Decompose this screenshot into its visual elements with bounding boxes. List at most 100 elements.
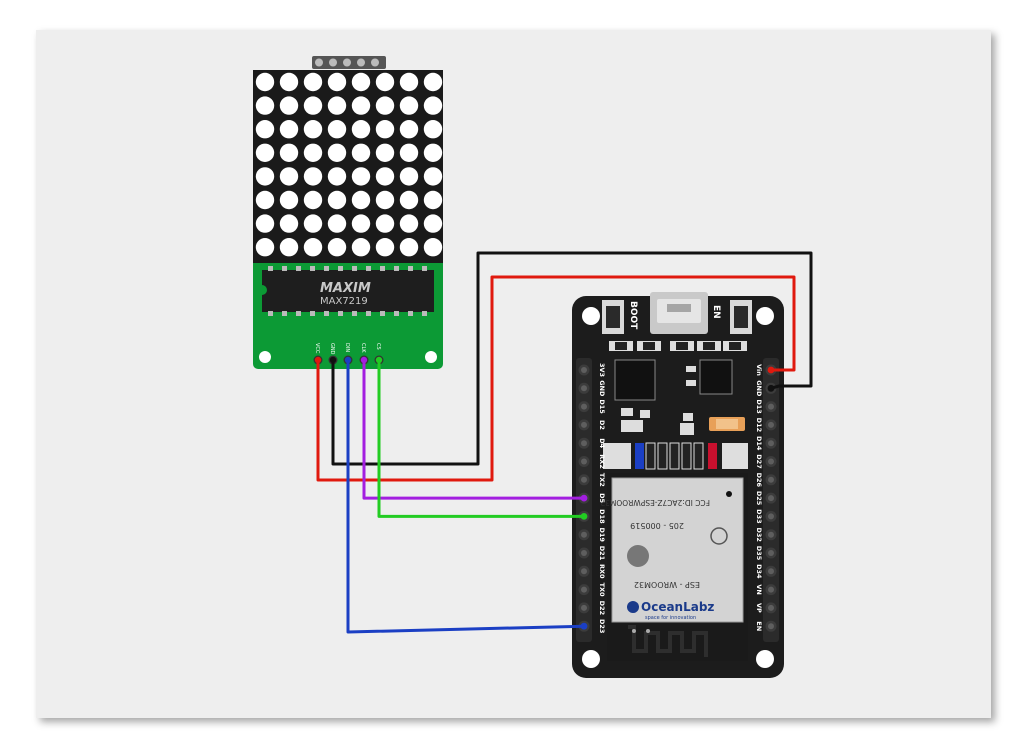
led-dot	[327, 72, 347, 92]
esp32-pin-label: D21	[598, 546, 606, 561]
module-cert-text: 205 - 000519	[630, 521, 684, 530]
mounting-hole	[582, 650, 600, 668]
led-dot	[279, 167, 299, 186]
led-dot	[399, 143, 419, 162]
module-model-text: ESP - WROOM32	[634, 580, 700, 589]
led-dot	[279, 190, 299, 210]
esp32-pin-label: VN	[755, 584, 763, 594]
led-dot	[255, 214, 275, 233]
module-pin-label: DIN	[344, 343, 350, 352]
led-dot	[303, 167, 323, 186]
esp32-pin-label: D5	[598, 493, 606, 503]
led-dot	[279, 96, 299, 115]
esp32-pin-label: GND	[755, 380, 763, 397]
esp32-pin-label: D22	[598, 601, 606, 615]
boot-button[interactable]	[602, 300, 624, 334]
led-dot	[423, 167, 443, 186]
esp32-pin-label: GND	[598, 380, 606, 397]
led-dot	[423, 214, 443, 233]
esp32-pin-label: D26	[755, 473, 763, 488]
en-button[interactable]	[730, 300, 752, 334]
esp32-pin-label: Vin	[755, 364, 763, 376]
en-label: EN	[711, 305, 721, 319]
led-dot	[351, 238, 371, 257]
esp32-pin-label: D2	[598, 420, 606, 430]
led-dot	[375, 96, 395, 115]
led-dot	[327, 96, 347, 115]
led-dot	[423, 72, 443, 92]
led-dot	[351, 120, 371, 139]
chip-model: MAX7219	[320, 296, 368, 307]
led-dot	[351, 214, 371, 233]
led-dot	[279, 143, 299, 162]
module-pin-label: GND	[329, 343, 335, 355]
led-dot	[423, 143, 443, 162]
esp32-pin-label: D4	[598, 438, 606, 448]
max7219-chip: MAXIM MAX7219	[262, 266, 434, 316]
led-dot	[327, 214, 347, 233]
led-dot	[279, 238, 299, 257]
led-dot	[399, 167, 419, 186]
esp32-pin-label: D18	[598, 509, 606, 524]
mounting-hole	[425, 351, 437, 363]
led-dot	[399, 96, 419, 115]
led-dot	[399, 72, 419, 92]
mounting-hole	[756, 650, 774, 668]
esp32-pin-label: D19	[598, 527, 606, 542]
led-dot	[375, 214, 395, 233]
wire-cs[interactable]	[377, 360, 584, 518]
wire-gnd[interactable]	[331, 251, 813, 466]
wire-vcc[interactable]	[316, 275, 796, 482]
canvas-background	[36, 30, 991, 718]
mounting-hole	[259, 351, 271, 363]
esp-wroom32-module: FCC ID:2AC7Z-ESPWROOM32 205 - 000519 ESP…	[600, 473, 748, 661]
module-pin-label: CS	[375, 343, 381, 350]
led-grid	[255, 72, 443, 257]
led-dot	[279, 120, 299, 139]
esp32-pin-label: RX2	[598, 454, 606, 469]
module-brand-text: OceanLabz	[641, 600, 714, 614]
module-tagline-text: space for innovation	[645, 615, 696, 621]
led-dot	[351, 72, 371, 92]
module-pin-label: VCC	[314, 343, 320, 354]
esp32-pin-label: D34	[755, 564, 763, 579]
esp32-pin-label: D23	[598, 619, 606, 633]
esp32-pin-label: VP	[755, 603, 763, 613]
micro-usb-port[interactable]	[650, 292, 708, 334]
esp32-devkit-board[interactable]: BOOT EN	[572, 292, 784, 678]
esp32-pin-label: D27	[755, 454, 763, 468]
led-dot	[303, 214, 323, 233]
led-dot	[303, 190, 323, 210]
esp32-pin-label: D32	[755, 527, 763, 541]
led-dot	[375, 167, 395, 186]
esp32-pin-label: 3V3	[598, 363, 606, 377]
led-dot	[255, 96, 275, 115]
led-dot	[423, 190, 443, 210]
mounting-hole	[756, 307, 774, 325]
led-dot	[351, 190, 371, 210]
led-dot	[375, 143, 395, 162]
wire-clk[interactable]	[362, 360, 584, 500]
led-dot	[423, 238, 443, 257]
led-dot	[303, 143, 323, 162]
smd-components	[603, 341, 748, 470]
top-header-pins	[312, 56, 386, 69]
led-dot	[327, 190, 347, 210]
esp32-pin-label: EN	[755, 621, 763, 631]
max7219-matrix-module[interactable]: MAXIM MAX7219 VCC GND DIN CLK CS	[253, 56, 443, 369]
led-dot	[399, 120, 419, 139]
esp32-pin-label: D13	[755, 399, 763, 413]
led-dot	[303, 96, 323, 115]
module-pin-label: CLK	[360, 343, 366, 353]
led-dot	[255, 167, 275, 186]
led-dot	[375, 238, 395, 257]
led-dot	[399, 214, 419, 233]
led-dot	[423, 120, 443, 139]
led-dot	[303, 238, 323, 257]
wire-din[interactable]	[346, 360, 585, 634]
led-dot	[303, 72, 323, 92]
led-dot	[399, 190, 419, 210]
led-dot	[399, 238, 419, 257]
led-dot	[423, 96, 443, 115]
